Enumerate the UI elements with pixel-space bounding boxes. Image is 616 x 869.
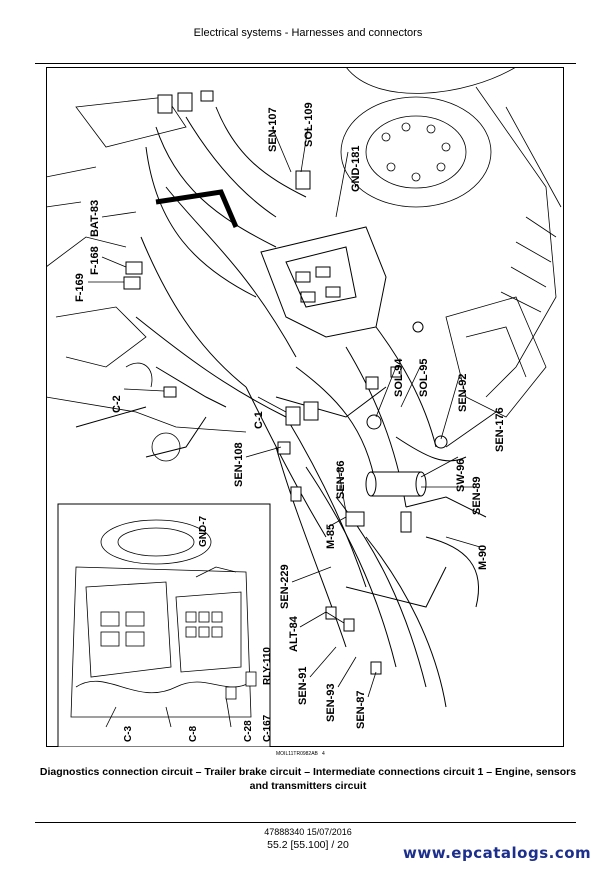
label-gnd7: GND-7 bbox=[198, 515, 209, 547]
doc-id: 47888340 15/07/2016 bbox=[264, 827, 352, 837]
footer-rule bbox=[35, 822, 576, 823]
figure-number: 4 bbox=[322, 751, 325, 757]
page-reference: 55.2 [55.100] / 20 bbox=[267, 839, 349, 851]
label-sen93: SEN-93 bbox=[325, 683, 337, 722]
label-bat83: BAT-83 bbox=[89, 200, 101, 237]
label-f168: F-168 bbox=[89, 246, 101, 275]
label-c167: C-167 bbox=[262, 714, 273, 742]
header-title: Electrical systems - Harnesses and conne… bbox=[193, 27, 423, 39]
label-sen89: SEN-89 bbox=[471, 476, 483, 515]
label-sen86: SEN-86 bbox=[335, 460, 347, 499]
cylinder-component bbox=[365, 471, 427, 497]
label-m85: M-85 bbox=[325, 524, 337, 549]
label-sol95: SOL-95 bbox=[418, 358, 430, 397]
label-m90: M-90 bbox=[477, 545, 489, 570]
label-c8: C-8 bbox=[188, 725, 199, 742]
connector-shapes bbox=[123, 90, 448, 675]
figure-code: MOIL11TR0982AB 4 bbox=[276, 751, 325, 757]
engine-wiring bbox=[75, 106, 487, 708]
label-sen108: SEN-108 bbox=[233, 442, 245, 487]
label-sen92: SEN-92 bbox=[457, 373, 469, 412]
inset-detail: GND-7 RLY-110 C-3 C-8 C-28 C-167 bbox=[57, 503, 273, 747]
label-c28: C-28 bbox=[243, 720, 254, 742]
label-sen176: SEN-176 bbox=[494, 407, 506, 452]
label-f169: F-169 bbox=[74, 273, 86, 302]
label-c2: C-2 bbox=[111, 395, 123, 413]
figure-id: MOIL11TR0982AB bbox=[276, 751, 318, 757]
label-sen229: SEN-229 bbox=[279, 564, 291, 609]
label-sen91: SEN-91 bbox=[297, 666, 309, 705]
label-sen87: SEN-87 bbox=[355, 690, 367, 729]
label-c1: C-1 bbox=[253, 411, 265, 429]
label-sol94: SOL-94 bbox=[393, 358, 405, 397]
label-gnd181: GND-181 bbox=[350, 146, 362, 192]
harness-illustration: GND-7 RLY-110 C-3 C-8 C-28 C-167 BAT-83 … bbox=[46, 67, 564, 747]
header-rule bbox=[35, 63, 576, 64]
label-rly110: RLY-110 bbox=[262, 647, 273, 685]
label-alt84: ALT-84 bbox=[288, 615, 300, 652]
leader-lines bbox=[88, 126, 497, 698]
label-sw96: SW-96 bbox=[455, 459, 467, 492]
label-c3: C-3 bbox=[123, 725, 134, 742]
figure-caption: Diagnostics connection circuit – Trailer… bbox=[39, 766, 577, 792]
watermark-text[interactable]: www.epcatalogs.com bbox=[403, 844, 592, 862]
tractor-outline bbox=[46, 67, 562, 462]
callout-labels: BAT-83 F-168 F-169 C-2 SEN-107 SOL-109 G… bbox=[74, 102, 506, 729]
label-sol109: SOL-109 bbox=[303, 102, 315, 147]
